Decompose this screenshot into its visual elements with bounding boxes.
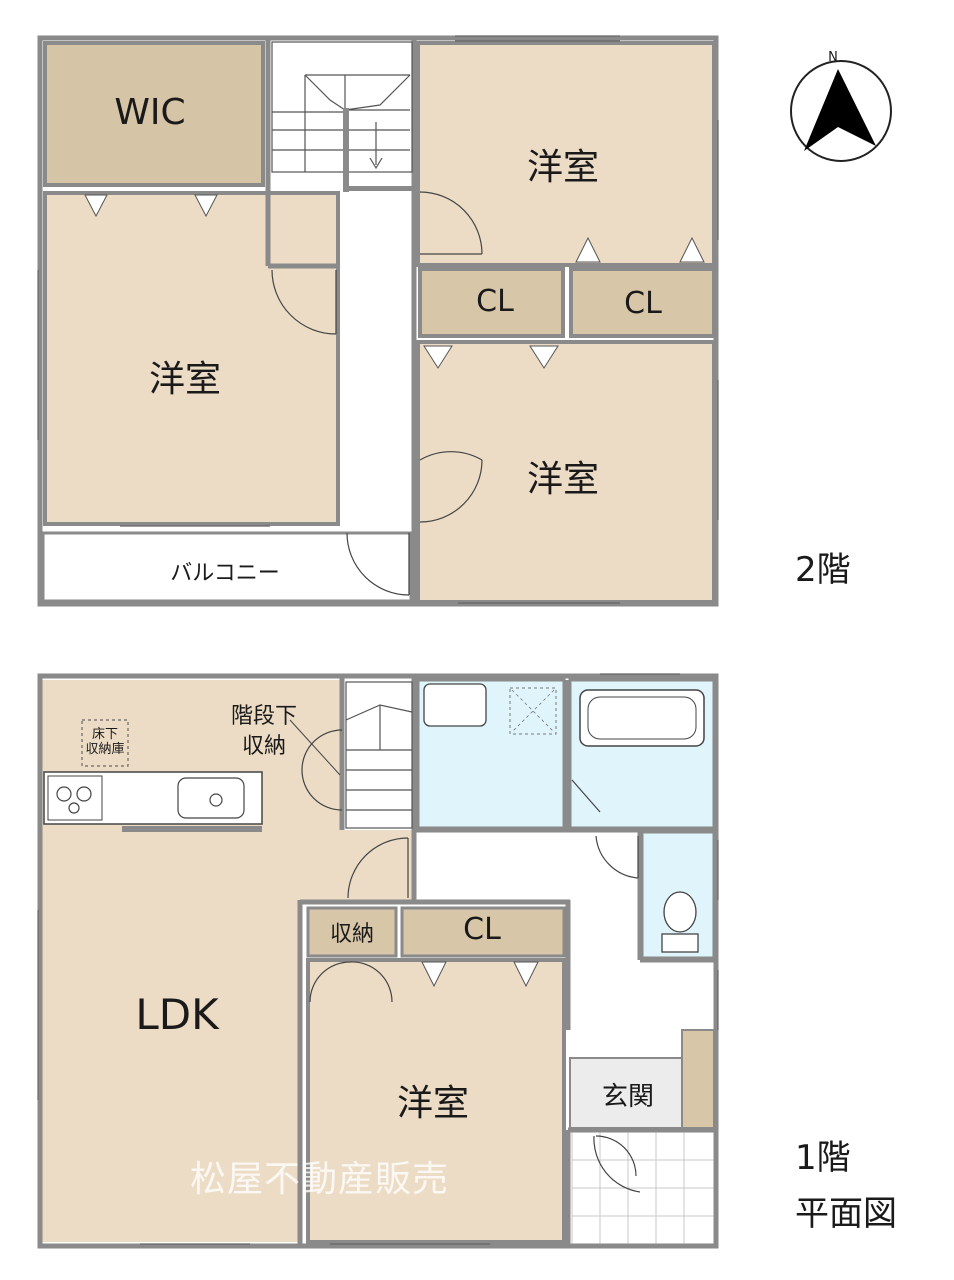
storage-label: 収納 xyxy=(329,922,374,947)
balcony-area xyxy=(41,531,413,603)
ldk-label: LDK xyxy=(135,990,219,1039)
wic-area xyxy=(43,41,265,187)
storage-area xyxy=(306,906,398,958)
closet-left-label: CL xyxy=(476,284,514,319)
western-room-east-label: 洋室 xyxy=(526,459,599,500)
western-room-1f-area xyxy=(306,958,566,1244)
closet-left-area xyxy=(418,267,565,338)
balcony-label: バルコニー xyxy=(170,561,280,586)
compass-north-label: N xyxy=(828,50,838,65)
closet-1f-label: CL xyxy=(463,912,501,947)
western-room-1f-label: 洋室 xyxy=(396,1083,469,1124)
watermark-text: 松屋不動産販売 xyxy=(190,1159,450,1200)
western-room-ne-label: 洋室 xyxy=(526,147,599,188)
closet-right-label: CL xyxy=(624,286,662,321)
north-compass xyxy=(790,60,892,162)
western-room-ne-area xyxy=(416,41,716,267)
stair-storage-label: 階段下 収納 xyxy=(230,704,297,759)
closet-right-area xyxy=(569,267,716,338)
entrance-area xyxy=(569,1057,685,1129)
floor-plan-label: 平面図 xyxy=(795,1194,897,1234)
entrance-label: 玄関 xyxy=(601,1082,654,1112)
western-room-west-label: 洋室 xyxy=(148,359,221,400)
closet-1f-area xyxy=(400,906,566,958)
first-floor-plan xyxy=(37,673,719,1249)
underfloor-storage-label: 床下 収納庫 xyxy=(85,727,125,757)
second-floor-plan xyxy=(37,35,719,607)
wic-label: WIC xyxy=(114,92,186,133)
second-floor-label: 2階 xyxy=(795,550,851,590)
first-floor-label: 1階 xyxy=(795,1138,851,1178)
western-room-west-area xyxy=(43,191,340,526)
